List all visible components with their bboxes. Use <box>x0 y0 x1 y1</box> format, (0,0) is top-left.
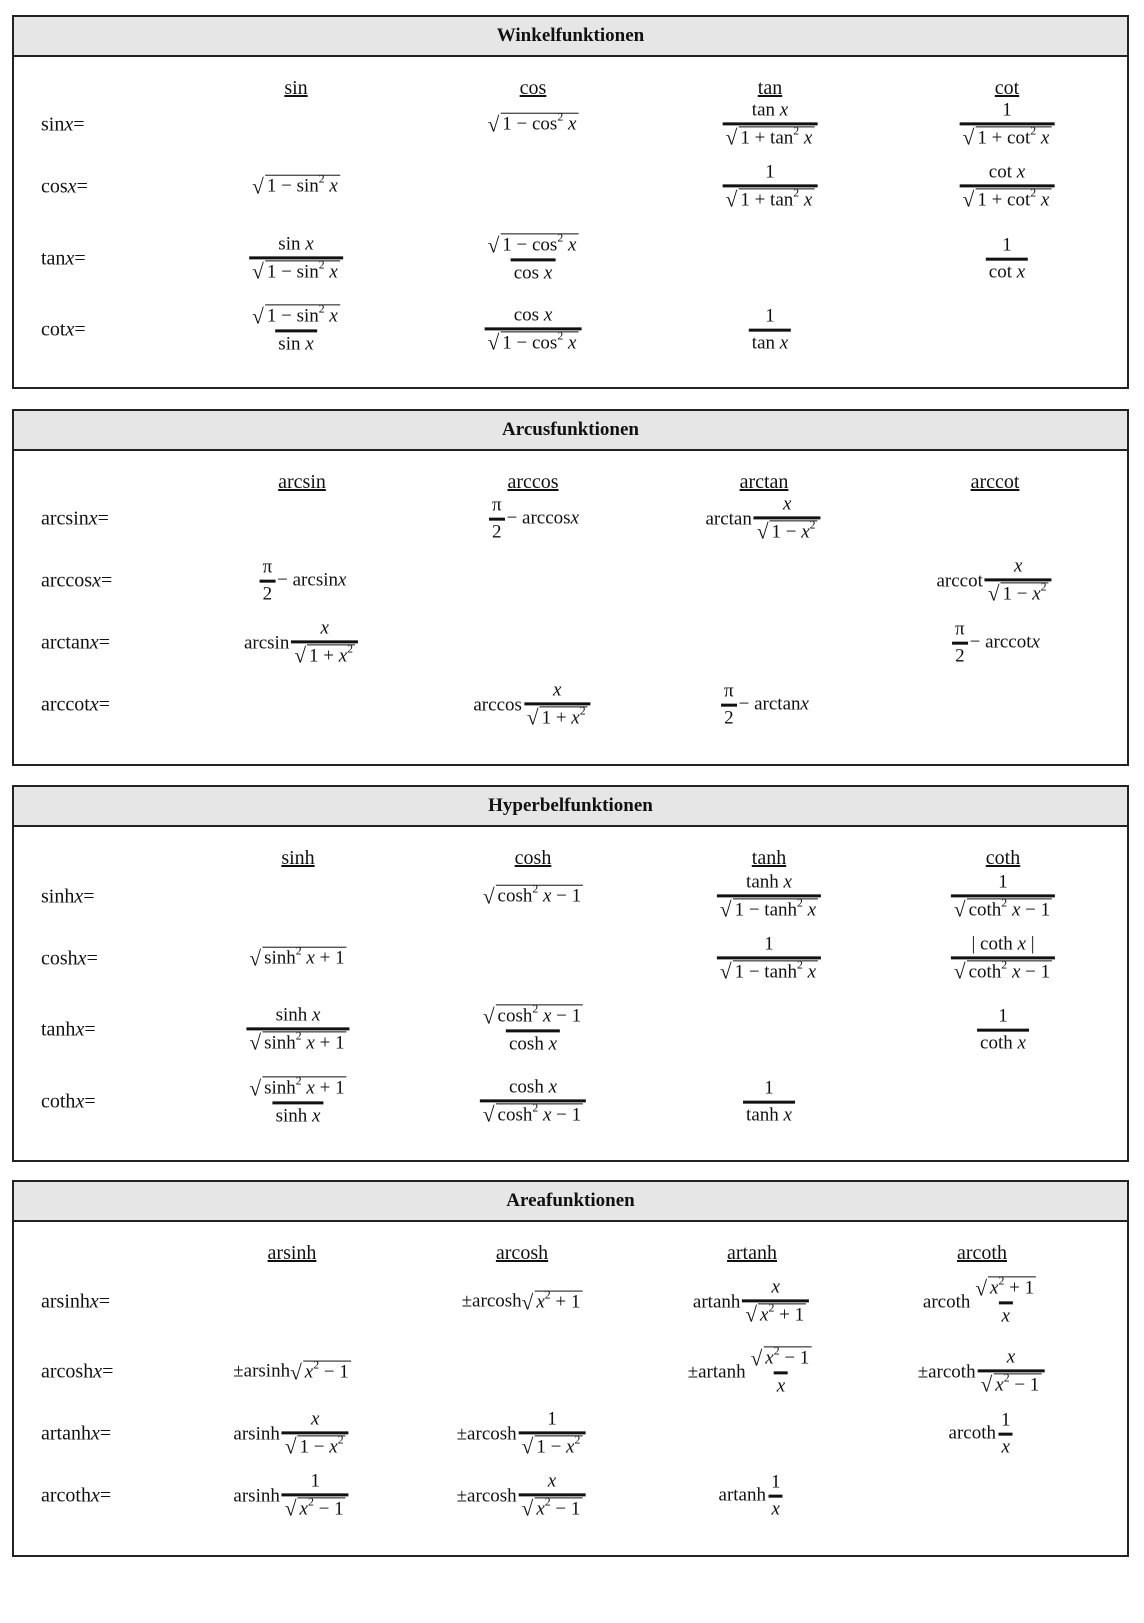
section-title: Hyperbelfunktionen <box>14 787 1127 827</box>
column-header-coth: coth <box>985 847 1021 869</box>
column-header-artanh: artanh <box>727 1242 777 1264</box>
formula-cell: arccot x√1 − x2 <box>936 555 1053 606</box>
formula-cell: | coth x |√coth2 x − 1 <box>949 933 1057 984</box>
formula-cell: √sinh2 x + 1 <box>249 944 347 971</box>
formula-cell: √1 − cos2 x <box>487 110 579 137</box>
formula-cell: sinh x√sinh2 x + 1 <box>244 1004 351 1055</box>
formula-cell: artanh x√x2 + 1 <box>693 1276 811 1327</box>
column-header-arccot: arccot <box>970 471 1020 493</box>
column-header-arccos: arccos <box>507 471 559 493</box>
row-label: artanh x = <box>41 1422 112 1445</box>
row-label: sin x = <box>41 113 85 136</box>
row-label: cot x = <box>41 318 86 341</box>
row-label: arctan x = <box>41 631 111 654</box>
section-title: Arcusfunktionen <box>14 411 1127 451</box>
formula-cell: tanh x√1 − tanh2 x <box>715 871 823 922</box>
column-header-sinh: sinh <box>281 847 315 869</box>
formula-cell: sin x√1 − sin2 x <box>247 233 345 284</box>
formula-cell: 1√1 + tan2 x <box>721 161 820 212</box>
formula-cell: arsinh 1√x2 − 1 <box>233 1470 350 1521</box>
formula-cell: arsinh x√1 − x2 <box>233 1408 350 1459</box>
column-header-cot: cot <box>994 77 1020 99</box>
section-areafunktionen: Areafunktionen arsinh arcosh artanh arcoth a… <box>12 1180 1129 1557</box>
column-header-cos: cos <box>519 77 547 99</box>
formula-cell: √1 − sin2 x <box>252 172 340 199</box>
row-label: cosh x = <box>41 947 98 970</box>
section-title: Winkelfunktionen <box>14 17 1127 57</box>
formula-cell: √cosh2 x − 1 <box>482 882 584 909</box>
formula-cell: cos x√1 − cos2 x <box>483 304 584 355</box>
formula-cell: ±arcosh √x2 + 1 <box>461 1288 583 1315</box>
formula-cell: 1√1 + cot2 x <box>958 99 1057 150</box>
formula-cell: ±arcosh 1√1 − x2 <box>457 1408 588 1459</box>
formula-cell: tan x√1 + tan2 x <box>721 99 820 150</box>
column-header-tanh: tanh <box>751 847 787 869</box>
column-header-arctan: arctan <box>739 471 789 493</box>
row-label: arcosh x = <box>41 1360 114 1383</box>
section-arcusfunktionen: Arcusfunktionen arcsin arccos arctan arccot… <box>12 409 1129 766</box>
column-header-arcosh: arcosh <box>495 1242 549 1264</box>
column-header-arsinh: arsinh <box>267 1242 317 1264</box>
row-label: coth x = <box>41 1090 96 1113</box>
row-label: arcoth x = <box>41 1484 112 1507</box>
row-label: arsinh x = <box>41 1290 111 1313</box>
row-label: cos x = <box>41 175 88 198</box>
formula-cell: cosh x√cosh2 x − 1 <box>478 1076 588 1127</box>
column-header-arcoth: arcoth <box>957 1242 1007 1264</box>
row-label: sinh x = <box>41 885 95 908</box>
row-label: arcsin x = <box>41 507 109 530</box>
formula-cell: ±arcoth x√x2 − 1 <box>918 1346 1047 1397</box>
section-winkelfunktionen: Winkelfunktionen sin cos tan cot sin x = √1 −… <box>12 15 1129 389</box>
formula-cell: 1√1 − tanh2 x <box>715 933 823 984</box>
section-hyperbelfunktionen: Hyperbelfunktionen sinh cosh tanh coth sinh … <box>12 785 1129 1162</box>
formula-cell: ±arsinh √x2 − 1 <box>233 1358 351 1385</box>
section-title: Areafunktionen <box>14 1182 1127 1222</box>
formula-cell: cot x√1 + cot2 x <box>958 161 1057 212</box>
formula-cell: ±arcosh x√x2 − 1 <box>457 1470 588 1521</box>
row-label: arccot x = <box>41 693 111 716</box>
column-header-sin: sin <box>284 77 308 99</box>
column-header-tan: tan <box>757 77 783 99</box>
formula-cell: 1√coth2 x − 1 <box>949 871 1057 922</box>
formula-cell: arctan x√1 − x2 <box>705 493 822 544</box>
formula-cell: arccos x√1 + x2 <box>473 679 592 730</box>
row-label: arccos x = <box>41 569 113 592</box>
row-label: tanh x = <box>41 1018 96 1041</box>
formula-cell: arcsin x√1 + x2 <box>244 617 360 668</box>
row-label: tan x = <box>41 247 86 270</box>
column-header-arcsin: arcsin <box>278 471 326 493</box>
column-header-cosh: cosh <box>514 847 552 869</box>
